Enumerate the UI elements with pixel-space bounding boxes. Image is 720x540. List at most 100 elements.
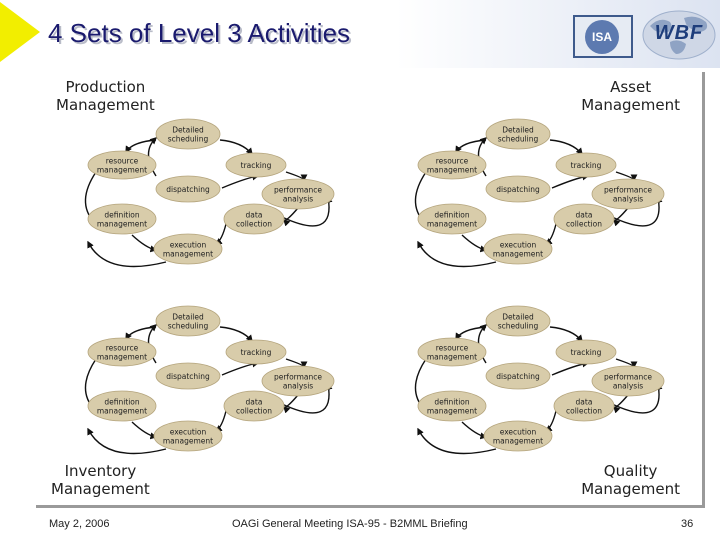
- activity-node-dispatching: dispatching: [485, 362, 551, 390]
- wbf-logo: WBF: [640, 8, 718, 63]
- flow-arrow: [417, 240, 497, 268]
- activity-node-tracking: tracking: [555, 339, 617, 365]
- activity-label: collection: [236, 407, 272, 416]
- activity-node-shape: [155, 362, 221, 390]
- isa-logo-icon: ISA: [585, 20, 619, 54]
- activity-node-shape: [225, 339, 287, 365]
- activity-label: performance: [274, 186, 322, 195]
- activity-node-shape: [153, 233, 223, 265]
- flow-arrow: [87, 427, 167, 455]
- activity-node-shape: [87, 390, 157, 422]
- activity-node-shape: [553, 203, 615, 235]
- activity-node-shape: [87, 337, 157, 367]
- slide-title: 4 Sets of Level 3 Activities: [48, 18, 351, 48]
- activity-label: collection: [236, 220, 272, 229]
- activity-label: analysis: [283, 382, 313, 391]
- activity-node-shape: [155, 118, 221, 150]
- activity-node-dispatching: dispatching: [155, 362, 221, 390]
- quadrant-label-asset: Asset Management: [581, 78, 680, 114]
- activity-label: scheduling: [498, 322, 539, 331]
- flow-arrow: [461, 234, 488, 253]
- activity-label: tracking: [241, 348, 272, 357]
- globe-icon: [642, 10, 716, 60]
- activity-node-shape: [223, 390, 285, 422]
- quadrant-label-quality: Quality Management: [581, 462, 680, 498]
- activity-node-shape: [261, 365, 335, 397]
- activity-label: performance: [604, 373, 652, 382]
- activity-node-shape: [87, 150, 157, 180]
- activity-label: dispatching: [166, 185, 210, 194]
- quadrant-label-line: Inventory: [64, 462, 137, 480]
- activity-node-shape: [485, 305, 551, 337]
- activity-label: definition: [434, 398, 470, 407]
- flow-arrow: [611, 195, 663, 227]
- activity-node-shape: [485, 175, 551, 203]
- activity-label: performance: [604, 186, 652, 195]
- activity-label: resource: [106, 344, 139, 353]
- footer-meeting: OAGi General Meeting ISA-95 - B2MML Brie…: [232, 518, 468, 530]
- flow-arrow: [417, 427, 497, 455]
- activity-label: execution: [170, 428, 207, 437]
- flow-arrow: [551, 173, 590, 189]
- activity-node-shape: [485, 118, 551, 150]
- flow-arrow: [125, 326, 157, 341]
- flow-arrow: [281, 195, 333, 227]
- activity-label: scheduling: [168, 322, 209, 331]
- activity-label: management: [493, 250, 543, 259]
- flow-arrow: [283, 207, 299, 227]
- activity-node-shape: [261, 178, 335, 210]
- activity-node-shape: [485, 362, 551, 390]
- activity-label: dispatching: [166, 372, 210, 381]
- flow-arrow: [611, 382, 663, 414]
- activity-label: execution: [500, 241, 537, 250]
- activity-node-shape: [417, 390, 487, 422]
- activity-label: scheduling: [168, 135, 209, 144]
- quadrant-label-production: Production Management: [56, 78, 155, 114]
- activity-label: management: [163, 250, 213, 259]
- activity-label: Detailed: [502, 126, 534, 135]
- flow-arrow: [477, 324, 488, 364]
- activity-node-shape: [417, 150, 487, 180]
- flow-arrow: [461, 421, 488, 440]
- activity-label: scheduling: [498, 135, 539, 144]
- activity-node-shape: [87, 203, 157, 235]
- quadrant-label-line: Quality: [603, 462, 658, 480]
- flow-arrow: [131, 421, 158, 440]
- activity-label: definition: [434, 211, 470, 220]
- isa-logo: ISA: [573, 15, 633, 58]
- activity-node-shape: [225, 152, 287, 178]
- activity-label: dispatching: [496, 185, 540, 194]
- flow-arrow: [455, 139, 487, 154]
- flow-arrow: [281, 382, 333, 414]
- flow-arrow: [221, 360, 260, 376]
- activity-node-shape: [223, 203, 285, 235]
- activity-label: management: [97, 220, 147, 229]
- activity-label: execution: [170, 241, 207, 250]
- flow-arrow: [549, 139, 583, 156]
- footer-date: May 2, 2006: [49, 518, 110, 530]
- quadrant-label-line: Management: [51, 480, 150, 498]
- activity-node-dispatching: dispatching: [155, 175, 221, 203]
- flow-arrow: [613, 394, 629, 414]
- activity-label: dispatching: [496, 372, 540, 381]
- activity-label: management: [427, 353, 477, 362]
- activity-label: tracking: [571, 161, 602, 170]
